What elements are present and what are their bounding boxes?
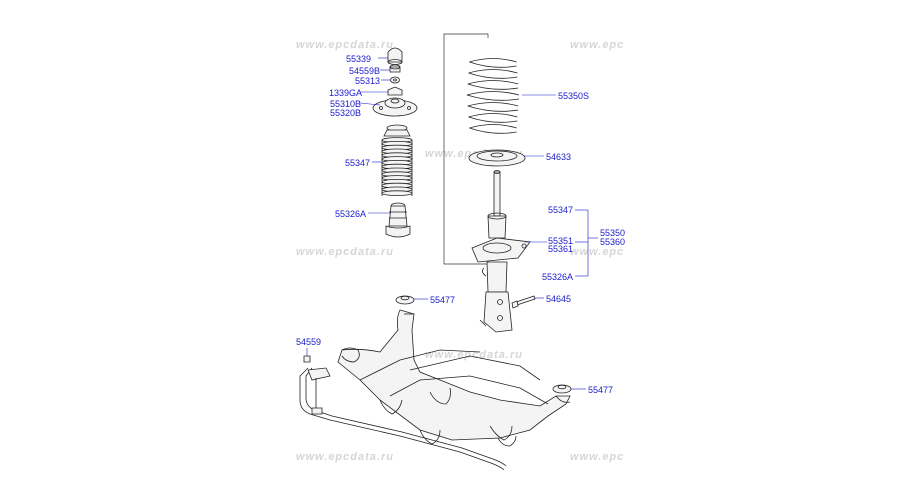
nut-54559[interactable] xyxy=(303,355,311,363)
spring-coil xyxy=(469,127,517,134)
spring-coil xyxy=(469,124,517,129)
watermark-text: www.epc xyxy=(570,39,624,51)
nut-1339GA[interactable] xyxy=(387,86,403,96)
crossmember-subframe[interactable] xyxy=(337,309,571,447)
watermark-text: www.epc xyxy=(570,246,624,258)
bump-stopper-55326A[interactable] xyxy=(385,202,411,238)
label-55477-top[interactable]: 55477 xyxy=(430,295,455,305)
spring-coil xyxy=(469,58,517,63)
label-55350S[interactable]: 55350S xyxy=(558,91,589,101)
label-55310B[interactable]: 55310B xyxy=(330,99,361,109)
label-55350[interactable]: 55350 xyxy=(600,228,625,238)
watermark-text: www.epcdata.ru xyxy=(425,349,523,361)
spring-coil xyxy=(468,113,518,118)
insulator-55477-bottom[interactable] xyxy=(552,384,572,394)
label-55339[interactable]: 55339 xyxy=(346,54,371,64)
label-54559B[interactable]: 54559B xyxy=(349,66,380,76)
boot-rib xyxy=(381,190,413,197)
label-55347-right[interactable]: 55347 xyxy=(548,205,573,215)
spring-coil xyxy=(467,105,519,112)
label-55347-left[interactable]: 55347 xyxy=(345,158,370,168)
label-55361[interactable]: 55361 xyxy=(548,244,573,254)
label-55326A-right[interactable]: 55326A xyxy=(542,272,573,282)
label-55313[interactable]: 55313 xyxy=(355,76,380,86)
spring-coil xyxy=(466,94,520,101)
dust-boot-55347[interactable] xyxy=(381,124,413,197)
nut-54559B[interactable] xyxy=(389,64,401,73)
shock-absorber-55350[interactable] xyxy=(471,170,531,333)
label-55360[interactable]: 55360 xyxy=(600,237,625,247)
spring-coil xyxy=(468,116,518,123)
spring-coil xyxy=(467,80,519,85)
label-55326A-left[interactable]: 55326A xyxy=(335,209,366,219)
label-54633[interactable]: 54633 xyxy=(546,152,571,162)
watermark-text: www.epcdata.ru xyxy=(296,246,394,258)
part-labels: 55339 54559B 55313 1339GA 55310B 55320B … xyxy=(296,54,625,395)
watermark-text: www.epcdata.ru xyxy=(296,39,394,51)
spring-coil xyxy=(467,83,519,90)
watermark-layer: www.epcdata.ru www.epc www.epcdata.ru ww… xyxy=(296,39,624,463)
spring-coil xyxy=(466,91,520,96)
cap-55339[interactable] xyxy=(387,47,403,65)
watermark-text: www.epc xyxy=(570,451,624,463)
strut-mount-55310B[interactable] xyxy=(372,97,418,117)
bolt-54645[interactable] xyxy=(511,295,536,309)
spring-coil xyxy=(468,72,518,79)
label-55351[interactable]: 55351 xyxy=(548,236,573,246)
spring-coil xyxy=(467,102,519,107)
spring-pad-54633[interactable] xyxy=(468,149,526,167)
insulator-55477-top[interactable] xyxy=(395,295,415,305)
stabilizer-bar[interactable] xyxy=(299,367,507,471)
washer-55313[interactable] xyxy=(390,76,400,84)
label-55477-bottom[interactable]: 55477 xyxy=(588,385,613,395)
spring-coil xyxy=(469,61,517,68)
label-54645[interactable]: 54645 xyxy=(546,294,571,304)
label-1339GA[interactable]: 1339GA xyxy=(329,88,362,98)
spring-coil xyxy=(468,69,518,74)
leader-lines xyxy=(306,57,598,390)
watermark-text: www.epcdata.ru xyxy=(296,451,394,463)
coil-spring-55350S[interactable] xyxy=(466,58,520,134)
label-55320B[interactable]: 55320B xyxy=(330,108,361,118)
label-54559[interactable]: 54559 xyxy=(296,337,321,347)
